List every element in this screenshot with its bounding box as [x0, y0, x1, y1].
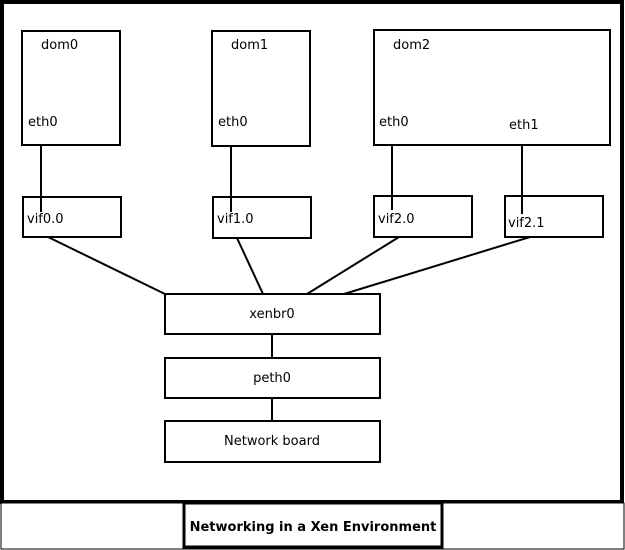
- physical-interface-box: [164, 357, 381, 399]
- link-vif2.0-xenbr0: [306, 236, 400, 295]
- network-board-label: Network board: [224, 434, 320, 449]
- vif-label: vif2.1: [508, 216, 545, 231]
- domain-dom1: dom1 eth0: [211, 30, 311, 147]
- interface-label-eth0: eth0: [28, 115, 58, 130]
- link-vif1.0-xenbr0: [236, 237, 264, 295]
- vif-label: vif1.0: [217, 212, 254, 227]
- caption-box: [182, 501, 444, 549]
- connections: [40, 145, 531, 421]
- interface-label-eth0: eth0: [218, 115, 248, 130]
- vif-box: [22, 196, 122, 238]
- network-board: Network board: [164, 420, 381, 463]
- vif-label: vif0.0: [27, 212, 64, 227]
- vif-vif2.1: vif2.1: [504, 195, 604, 238]
- caption-text: Networking in a Xen Environment: [190, 520, 437, 535]
- domain-box: [373, 29, 611, 146]
- physical-interface-label: peth0: [253, 371, 291, 386]
- link-vif0.0-xenbr0: [47, 236, 166, 295]
- vif-vif0.0: vif0.0: [22, 196, 122, 238]
- physical-peth0: peth0: [164, 357, 381, 399]
- caption: Networking in a Xen Environment: [182, 501, 444, 549]
- bridge-label: xenbr0: [249, 307, 294, 322]
- domain-box: [21, 30, 121, 146]
- network-board-box: [164, 420, 381, 463]
- interface-label-eth0: eth0: [379, 115, 409, 130]
- vif-vif1.0: vif1.0: [212, 196, 312, 239]
- domain-label: dom1: [231, 38, 268, 53]
- domain-dom2: dom2 eth0 eth1: [373, 29, 611, 146]
- domain-dom0: dom0 eth0: [21, 30, 121, 146]
- link-vif2.1-xenbr0: [343, 236, 531, 295]
- vif-vif2.0: vif2.0: [373, 195, 473, 238]
- domain-label: dom0: [41, 38, 78, 53]
- domain-label: dom2: [393, 38, 430, 53]
- vif-box: [212, 196, 312, 239]
- bridge-box: [164, 293, 381, 335]
- bridge-xenbr0: xenbr0: [164, 293, 381, 335]
- interface-label-eth1: eth1: [509, 118, 539, 133]
- domain-box: [211, 30, 311, 147]
- vif-box: [373, 195, 473, 238]
- vif-label: vif2.0: [378, 212, 415, 227]
- vif-box: [504, 195, 604, 238]
